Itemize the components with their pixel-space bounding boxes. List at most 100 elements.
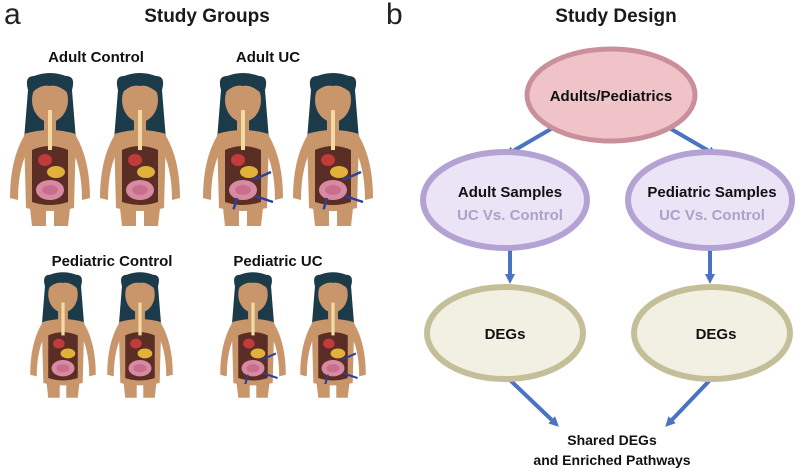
person-figure [220,272,286,398]
head [318,276,348,313]
right-leg [143,382,157,398]
head [315,78,351,122]
heart [323,338,335,349]
arrow-adult-degs-to-output [508,378,559,427]
heart [231,154,245,166]
head [238,276,268,313]
spine [138,110,142,150]
node-adult-samples-label: Adult Samples [458,184,562,201]
node-pediatric-samples-label: Pediatric Samples [647,184,776,201]
person-figure [300,272,366,398]
left-leg [316,382,330,398]
arrow-top-to-adult [504,124,558,157]
left-leg [30,208,46,226]
arrow-pediatric-degs-to-output [665,378,712,427]
stomach [47,166,65,178]
inflammation-marker [342,372,358,380]
node-adult-degs [424,284,586,382]
fringe [237,273,269,290]
head [32,78,68,122]
node-adults-pediatrics [524,46,698,144]
spine [138,302,142,336]
panel-b-title: Study Design [555,6,676,27]
spine [241,110,245,150]
spine [251,302,255,336]
panel-b-letter: b [386,0,403,31]
right-leg [256,382,270,398]
fringe [47,273,79,290]
person-figure [293,73,373,226]
inflammation-marker [254,194,274,204]
inflammation-marker [340,352,357,361]
panel-a-title: Study Groups [144,6,270,27]
spine [331,110,335,150]
person-figure [100,73,180,226]
stomach [137,348,153,359]
node-adult-samples-sublabel: UC Vs. Control [457,207,563,224]
group-label-pediatric-control: Pediatric Control [52,253,173,270]
left-leg [46,382,60,398]
intestines-inner [132,185,148,195]
stomach [60,348,76,359]
stomach [240,166,258,178]
spine [48,110,52,150]
intestines-inner [326,364,340,373]
fringe [314,74,352,94]
head [122,78,158,122]
output-label-line1: Shared DEGs [567,432,657,448]
node-adults-pediatrics-label: Adults/Pediatrics [550,88,673,105]
inflammation-marker [344,194,364,204]
intestines-inner [56,364,70,373]
spine [331,302,335,336]
intestines-inner [325,185,341,195]
right-leg [247,208,263,226]
person-figure [203,73,283,226]
inflammation-marker [252,170,272,182]
fringe [224,74,262,94]
heart [130,338,142,349]
group-label-pediatric-uc: Pediatric UC [233,253,322,270]
node-pediatric-degs-label: DEGs [696,326,737,343]
head [225,78,261,122]
person-figure [30,272,96,398]
heart [53,338,65,349]
left-leg [223,208,239,226]
inflammation-marker [260,352,277,361]
stomach [250,348,266,359]
figures-layer [10,73,373,398]
head [125,276,155,313]
heart [38,154,52,166]
stomach [330,166,348,178]
right-leg [144,208,160,226]
node-pediatric-samples-sublabel: UC Vs. Control [659,207,765,224]
spine [61,302,65,336]
fringe [31,74,69,94]
node-pediatric-degs [631,284,793,382]
fringe [121,74,159,94]
inflammation-marker [342,170,362,182]
output-label-line2: and Enriched Pathways [533,452,690,468]
panel-a-letter: a [4,0,21,31]
fringe [317,273,349,290]
group-label-adult-uc: Adult UC [236,49,300,66]
left-leg [123,382,137,398]
right-leg [54,208,70,226]
heart [243,338,255,349]
right-leg [336,382,350,398]
intestines-inner [246,364,260,373]
inflammation-marker [262,372,278,380]
right-leg [337,208,353,226]
left-leg [313,208,329,226]
group-label-adult-control: Adult Control [48,49,144,66]
heart [321,154,335,166]
right-leg [66,382,80,398]
intestines-inner [42,185,58,195]
node-pediatric-samples [625,149,795,251]
person-figure [10,73,90,226]
head [48,276,78,313]
intestines-inner [133,364,147,373]
stomach [137,166,155,178]
intestines-inner [235,185,251,195]
left-leg [236,382,250,398]
